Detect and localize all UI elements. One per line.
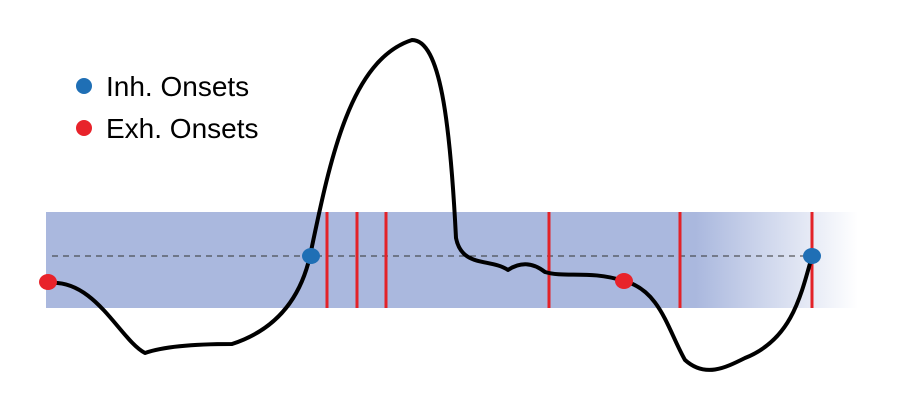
inhale-onset-marker (302, 248, 320, 264)
respiration-signal-curve (46, 38, 814, 372)
exhale-onset-marker (615, 273, 633, 289)
inhale-onset-marker (803, 248, 821, 264)
legend-inhale-label: Inh. Onsets (106, 71, 249, 102)
exhale-onset-marker (39, 274, 57, 290)
legend-exhale-dot (76, 120, 92, 136)
legend: Inh. Onsets Exh. Onsets (76, 71, 259, 144)
legend-exhale-label: Exh. Onsets (106, 113, 259, 144)
threshold-band (46, 212, 858, 308)
legend-inhale-dot (76, 78, 92, 94)
